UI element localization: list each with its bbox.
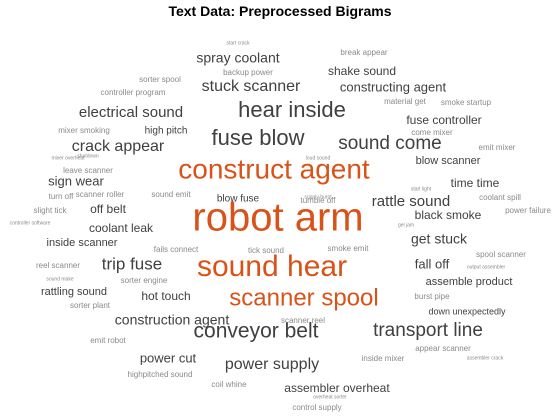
word-assemble-product: assemble product <box>426 276 513 288</box>
word-coil-whine: coil whine <box>211 380 247 389</box>
word-emit-mixer: emit mixer <box>479 143 516 152</box>
word-high-pitch: high pitch <box>145 126 188 137</box>
word-stuck-scanner: stuck scanner <box>202 78 301 95</box>
word-fails-connect: fails connect <box>154 245 199 254</box>
word-come-mixer: come mixer <box>411 128 453 137</box>
word-start-crack: start crack <box>226 40 250 46</box>
word-burst-pipe: burst pipe <box>414 292 450 301</box>
word-sorter-plant: sorter plant <box>70 301 111 310</box>
chart-title: Text Data: Preprocessed Bigrams <box>168 3 392 19</box>
word-hot-touch: hot touch <box>141 289 190 303</box>
word-assembler-overheat: assembler overheat <box>284 381 390 395</box>
word-down-unexpectedly: down unexpectedly <box>428 306 506 316</box>
word-break-appear: break appear <box>340 48 387 57</box>
word-power-failure: power failure <box>505 206 551 215</box>
word-appear-scanner: appear scanner <box>415 344 471 353</box>
word-fuse-controller: fuse controller <box>406 113 481 127</box>
word-electrical-sound: electrical sound <box>79 104 183 121</box>
word-smoke-startup: smoke startup <box>441 98 492 107</box>
word-inside-mixer: inside mixer <box>362 354 405 363</box>
word-shutdown: shutdown <box>77 153 99 159</box>
word-output-assembler: output assembler <box>467 264 506 270</box>
word-spool-scanner: spool scanner <box>476 250 526 259</box>
word-emit-robot: emit robot <box>90 336 126 345</box>
word-blow-scanner: blow scanner <box>416 155 481 167</box>
word-assembler-crack: assembler crack <box>467 355 504 361</box>
word-rattling-sound: rattling sound <box>41 286 107 298</box>
word-robot-arm: robot arm <box>192 196 363 240</box>
word-constructing-agent: constructing agent <box>340 79 447 94</box>
word-supply-burnt: supply burnt <box>304 194 332 200</box>
word-turn-off: turn off <box>49 192 75 201</box>
word-time-time: time time <box>451 176 500 190</box>
word-inside-scanner: inside scanner <box>47 237 118 249</box>
word-conveyor-belt: conveyor belt <box>194 320 319 343</box>
word-fall-off: fall off <box>415 256 450 271</box>
word-overheat-sorter: overheat sorter <box>313 394 347 400</box>
word-power-cut: power cut <box>140 350 197 365</box>
word-hear-inside: hear inside <box>238 97 346 122</box>
word-sound-emit: sound emit <box>151 190 191 199</box>
word-highpitched-sound: highpitched sound <box>128 370 193 379</box>
word-reel-scanner: reel scanner <box>36 261 80 270</box>
word-rattle-sound: rattle sound <box>372 193 450 210</box>
word-sorter-engine: sorter engine <box>121 276 168 285</box>
word-mixer-overheat: mixer overheat <box>51 155 85 161</box>
word-off-belt: off belt <box>90 202 126 216</box>
word-tumble-off: tumble off <box>301 196 337 205</box>
word-slight-tick: slight tick <box>34 206 68 215</box>
word-fuse-blow: fuse blow <box>212 125 305 150</box>
word-loud-sound: loud sound <box>306 155 331 161</box>
word-controller-software: controller software <box>10 220 51 226</box>
word-sound-make: sound make <box>46 276 73 282</box>
word-blow-fuse: blow fuse <box>217 194 260 205</box>
word-start-light: start light <box>411 186 432 192</box>
word-mixer-smoking: mixer smoking <box>58 126 110 135</box>
word-leave-scanner: leave scanner <box>63 166 113 175</box>
word-spray-coolant: spray coolant <box>196 50 279 66</box>
word-construct-agent: construct agent <box>178 153 370 184</box>
word-crack-appear: crack appear <box>72 138 165 155</box>
word-black-smoke: black smoke <box>415 208 482 222</box>
word-coolant-spill: coolant spill <box>479 193 521 202</box>
word-coolant-leak: coolant leak <box>89 221 154 235</box>
word-material-get: material get <box>384 97 427 106</box>
word-tick-sound: tick sound <box>248 246 284 255</box>
word-scanner-reel: scanner reel <box>281 316 325 325</box>
word-backup-power: backup power <box>223 68 273 77</box>
word-trip-fuse: trip fuse <box>102 254 162 273</box>
word-smoke-emit: smoke emit <box>328 244 370 253</box>
word-sound-come: sound come <box>338 133 442 154</box>
word-power-supply: power supply <box>225 356 319 373</box>
word-scanner-spool: scanner spool <box>229 284 378 311</box>
word-construction-agent: construction agent <box>115 312 230 328</box>
word-sign-wear: sign wear <box>48 173 104 188</box>
word-get-stuck: get stuck <box>411 231 468 247</box>
word-gel-jam: gel jam <box>398 222 414 228</box>
word-transport-line: transport line <box>373 320 483 341</box>
word-controller-program: controller program <box>101 88 166 97</box>
word-scanner-roller: scanner roller <box>76 190 125 199</box>
word-shake-sound: shake sound <box>328 64 396 78</box>
word-control-supply: control supply <box>292 403 341 412</box>
word-sound-hear: sound hear <box>197 250 347 283</box>
word-sorter-spool: sorter spool <box>139 75 181 84</box>
